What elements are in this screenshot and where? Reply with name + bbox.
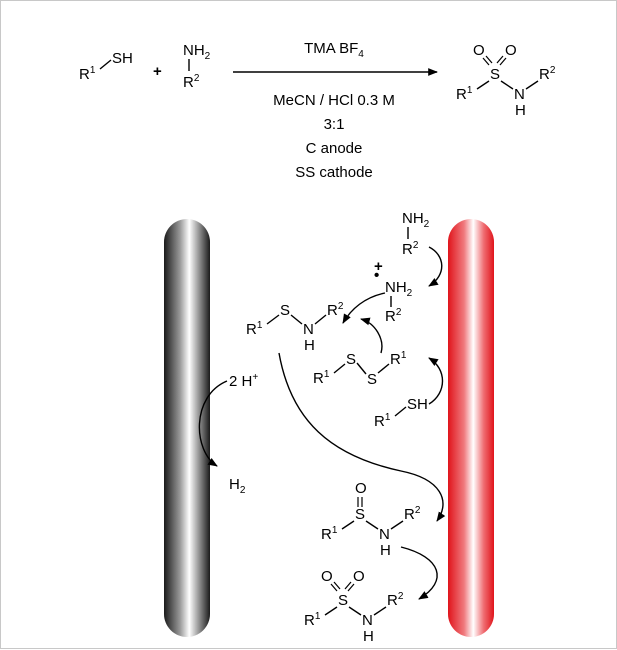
svg-text:O: O	[321, 568, 333, 585]
plus-sign: +	[153, 63, 162, 80]
svg-text:S: S	[338, 592, 348, 609]
svg-text:S: S	[367, 371, 377, 388]
svg-text:O: O	[505, 42, 517, 59]
coupling-arrow-disulfide	[360, 317, 383, 354]
reagent-label: TMA BF4	[304, 40, 364, 60]
svg-text:2 H+: 2 H+	[229, 372, 258, 390]
mechanism-sulfinamide: O S R1 N H R2	[321, 480, 421, 559]
svg-text:S: S	[280, 302, 290, 319]
svg-text:N: N	[379, 526, 390, 543]
mechanism-amine: NH2 R2	[402, 210, 430, 258]
mechanism-disulfide: R1 S S R1	[313, 350, 407, 388]
svg-text:S: S	[355, 506, 365, 523]
product-sulfonamide: O O S R1 N H R2	[456, 42, 556, 119]
svg-text:R2: R2	[404, 505, 421, 523]
svg-text:NH2: NH2	[385, 279, 413, 299]
svg-text:H2: H2	[229, 476, 246, 496]
svg-text:NH2: NH2	[402, 210, 430, 230]
svg-text:R1: R1	[390, 350, 407, 368]
oxidation-arrow-sulfinamide	[400, 546, 438, 600]
mechanism-sulfenamide: R1 S N H R2	[246, 301, 344, 354]
svg-text:H: H	[380, 542, 391, 559]
mechanism-sulfonamide: O O S R1 N H R2	[304, 568, 404, 645]
oxidation-arrow-thiol	[428, 357, 444, 405]
svg-text:R2: R2	[402, 240, 419, 258]
oxidation-arrow-sulfenamide	[278, 352, 446, 522]
svg-text:R1: R1	[304, 611, 321, 629]
svg-text:R1: R1	[374, 412, 391, 430]
oxidation-arrow-amine	[428, 246, 443, 287]
svg-text:R2: R2	[327, 301, 344, 319]
svg-text:R2: R2	[387, 591, 404, 609]
condition-ratio: 3:1	[324, 116, 345, 133]
reduction-arrow	[198, 380, 228, 467]
svg-text:SH: SH	[407, 396, 428, 413]
condition-solvent: MeCN / HCl 0.3 M	[273, 92, 395, 109]
svg-text:O: O	[473, 42, 485, 59]
svg-text:R1: R1	[313, 369, 330, 387]
svg-text:NH2: NH2	[183, 42, 211, 62]
svg-text:H: H	[363, 628, 374, 645]
svg-text:S: S	[346, 351, 356, 368]
svg-text:R2: R2	[183, 73, 200, 91]
anode-electrode	[448, 219, 494, 637]
svg-text:R2: R2	[385, 307, 402, 325]
svg-text:H: H	[515, 102, 526, 119]
svg-text:N: N	[514, 86, 525, 103]
svg-text:R1: R1	[456, 85, 473, 103]
svg-text:S: S	[490, 66, 500, 83]
mechanism-protons: 2 H+	[229, 372, 258, 390]
svg-text:R1: R1	[321, 525, 338, 543]
mechanism-thiol: R1 SH	[374, 396, 428, 430]
svg-text:N: N	[303, 321, 314, 338]
reactant-thiol: R1 SH	[79, 50, 133, 83]
coupling-arrow-amine	[342, 292, 386, 324]
mechanism-hydrogen: H2	[229, 476, 246, 496]
svg-text:O: O	[355, 480, 367, 497]
svg-text:R2: R2	[539, 65, 556, 83]
svg-text:O: O	[353, 568, 365, 585]
svg-text:•: •	[374, 267, 379, 284]
svg-text:R1: R1	[246, 320, 263, 338]
svg-text:+: +	[374, 258, 383, 275]
svg-text:H: H	[304, 337, 315, 354]
mechanism-radical-cation: + • NH2 R2	[374, 258, 413, 325]
svg-text:SH: SH	[112, 50, 133, 67]
condition-cathode: SS cathode	[295, 164, 373, 181]
condition-anode: C anode	[306, 140, 363, 157]
reactant-amine: NH2 R2	[183, 42, 211, 91]
svg-text:R1: R1	[79, 65, 96, 83]
svg-text:N: N	[362, 612, 373, 629]
cathode-electrode	[164, 219, 210, 637]
